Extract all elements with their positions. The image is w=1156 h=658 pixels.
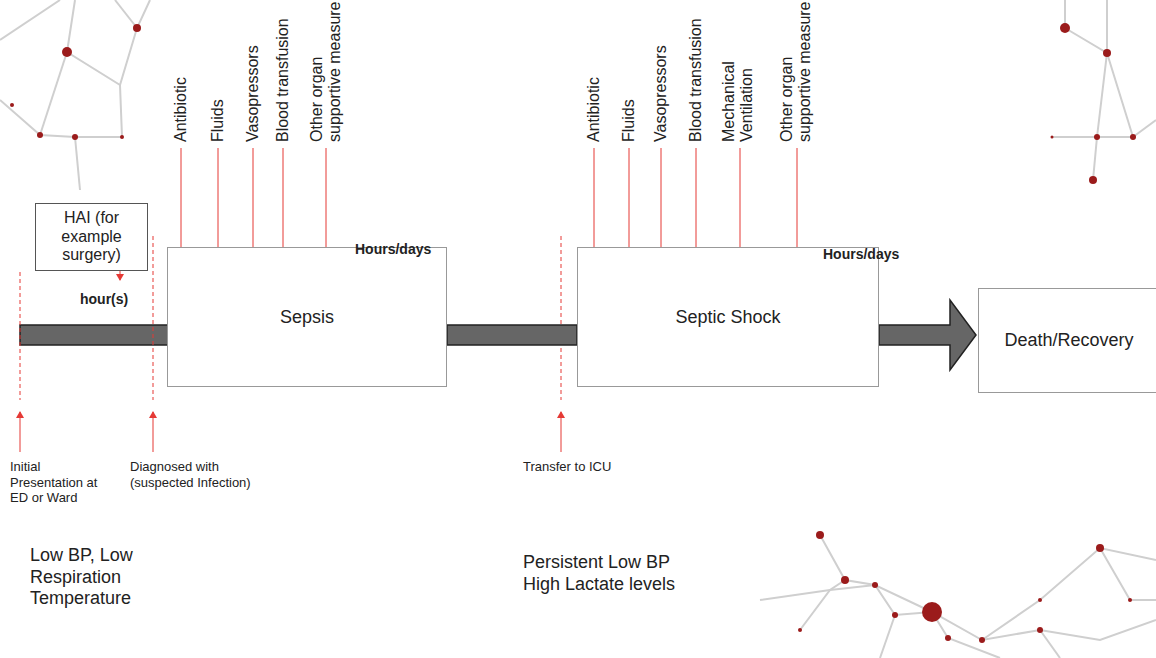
box-text: HAI (for example surgery) <box>40 209 143 264</box>
duration-label: hour(s) <box>80 291 128 308</box>
network-decoration <box>1052 0 1156 180</box>
network-decoration <box>0 0 150 190</box>
milestone-label: Initial Presentation at ED or Ward <box>10 459 102 506</box>
milestone-label: Diagnosed with (suspected Infection) <box>130 459 270 490</box>
network-dots <box>10 24 141 140</box>
box-content: Sepsis <box>280 307 334 328</box>
treatment-label: Antibiotic <box>585 77 603 142</box>
network-decoration <box>760 535 1156 658</box>
treatment-label: Blood transfusion <box>274 18 292 142</box>
box-text: Death/Recovery <box>1004 330 1133 351</box>
box-text: Sepsis <box>280 307 334 328</box>
box-content: Death/Recovery <box>1004 330 1133 351</box>
treatment-label: Mechanical Ventilation <box>720 32 755 142</box>
event-box: HAI (for example surgery) <box>35 203 148 271</box>
duration-label: Hours/days <box>355 241 431 258</box>
box-content: HAI (for example surgery) <box>40 209 143 264</box>
stage-box: Sepsis <box>167 247 447 387</box>
vital-signs-note: Persistent Low BP High Lactate levels <box>523 552 693 595</box>
milestone-label: Transfer to ICU <box>523 459 653 475</box>
duration-label: Hours/days <box>823 246 899 263</box>
treatment-label: Other organ supportive measure <box>778 0 813 142</box>
network-dots <box>1051 23 1137 184</box>
stage-box: Septic Shock <box>577 247 879 387</box>
milestone-arrow <box>20 412 561 452</box>
vital-signs-note: Low BP, Low Respiration Temperature <box>30 545 170 610</box>
box-text: Septic Shock <box>675 307 780 328</box>
outcome-box: Death/Recovery <box>978 288 1156 393</box>
treatment-label: Vasopressors <box>652 45 670 142</box>
box-content: Septic Shock <box>675 307 780 328</box>
treatment-label: Fluids <box>620 99 638 142</box>
timeline-arrow <box>447 325 577 345</box>
timeline-arrow <box>879 300 976 370</box>
network-dots <box>798 531 1132 643</box>
timeline-bar <box>20 325 168 345</box>
treatment-label: Antibiotic <box>172 77 190 142</box>
treatment-label: Fluids <box>209 99 227 142</box>
treatment-label: Other organ supportive measure <box>308 0 343 142</box>
treatment-label: Vasopressors <box>244 45 262 142</box>
treatment-label: Blood transfusion <box>687 18 705 142</box>
